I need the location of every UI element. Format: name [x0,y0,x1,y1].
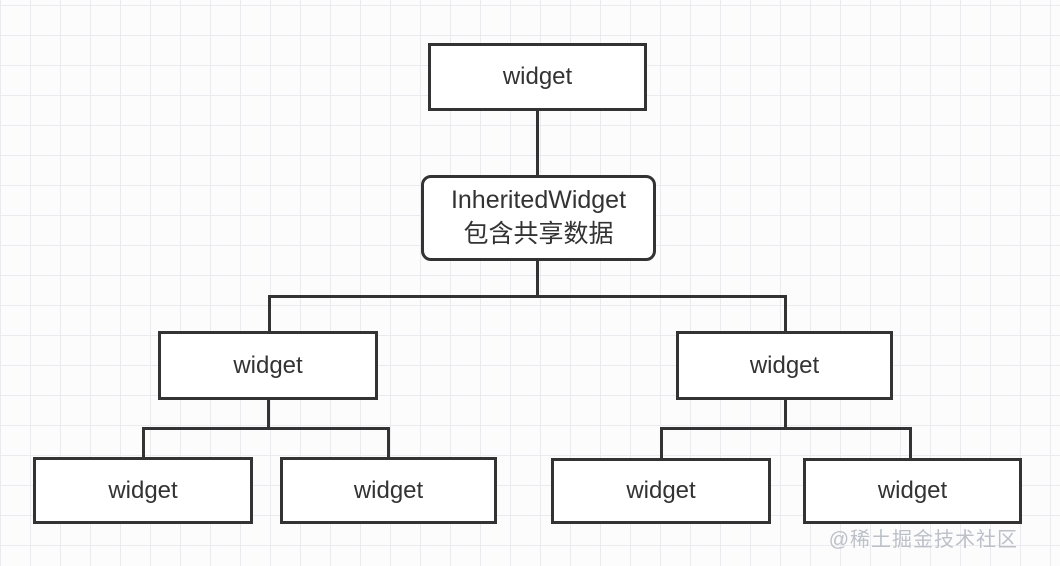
node-leaf-widget-4: widget [803,458,1022,524]
node-leaf-widget-4-label: widget [877,477,948,504]
node-leaf-widget-3-label: widget [626,477,696,504]
connector-level2-left-drop [268,295,271,334]
connector-leaf3-drop [660,427,663,460]
connector-midleft-trunk [267,398,270,430]
node-root-widget-label: widget [502,63,573,90]
connector-inherited-trunk [536,259,539,298]
connector-level2-horizontal [268,295,787,298]
node-leaf-widget-1-label: widget [108,476,178,504]
node-inherited-widget-subtitle: 包含共享数据 [463,220,614,248]
node-leaf-widget-2: widget [280,457,497,524]
node-mid-right-widget: widget [676,331,893,400]
node-root-widget: widget [428,43,647,111]
connector-midright-trunk [784,398,787,430]
node-inherited-widget: InheritedWidget 包含共享数据 [421,175,656,261]
node-leaf-widget-3: widget [551,458,771,524]
connector-leaf4-drop [909,427,912,460]
connector-right-horizontal [660,427,912,430]
connector-level2-right-drop [784,295,787,334]
connector-leaf2-drop [387,427,390,459]
connector-left-horizontal [142,427,390,430]
node-mid-left-widget: widget [158,331,378,400]
node-leaf-widget-1: widget [33,457,253,524]
connector-root-to-inherited [536,110,539,177]
node-mid-right-widget-label: widget [749,351,820,379]
node-inherited-widget-title: InheritedWidget [450,186,627,215]
node-leaf-widget-2-label: widget [353,476,424,504]
connector-leaf1-drop [142,427,145,459]
watermark: @稀土掘金技术社区 [828,529,1018,551]
node-mid-left-widget-label: widget [233,351,303,379]
